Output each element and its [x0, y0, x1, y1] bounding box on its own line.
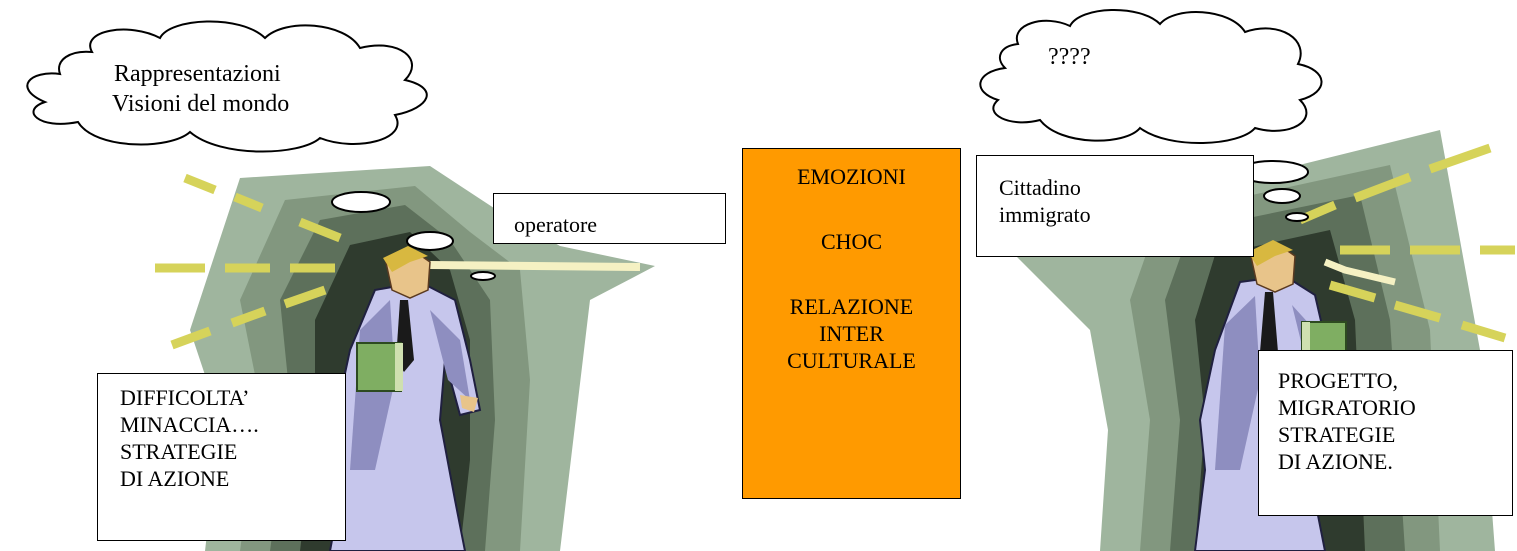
- box-line: DI AZIONE.: [1278, 449, 1393, 474]
- right-cloud: [979, 8, 1323, 144]
- cittadino-label-box: Cittadino immigrato: [976, 155, 1254, 257]
- box-line: immigrato: [999, 202, 1091, 227]
- center-line-emozioni: EMOZIONI: [797, 164, 906, 189]
- right-cloud-text: ????: [1048, 42, 1091, 72]
- operatore-label-box: operatore: [493, 193, 726, 244]
- right-thought-bubbles: [1237, 160, 1309, 222]
- center-line-choc: CHOC: [820, 229, 883, 254]
- progetto-label-box: PROGETTO, MIGRATORIO STRATEGIE DI AZIONE…: [1258, 350, 1513, 516]
- left-rays: [155, 173, 342, 350]
- difficolta-label-box: DIFFICOLTA’ MINACCIA…. STRATEGIE DI AZIO…: [97, 373, 346, 541]
- box-line: DI AZIONE: [120, 466, 230, 491]
- right-light-beam: [1323, 258, 1396, 286]
- spacer: [743, 190, 960, 217]
- center-line-inter: INTER: [819, 321, 884, 346]
- box-line: STRATEGIE: [1278, 422, 1396, 447]
- box-line: PROGETTO,: [1278, 368, 1398, 393]
- box-line: Cittadino: [999, 175, 1081, 200]
- box-line: MIGRATORIO: [1278, 395, 1416, 420]
- cloud-line: Visioni del mondo: [112, 91, 290, 117]
- left-cloud: [26, 20, 428, 153]
- left-thought-bubbles: [331, 191, 496, 281]
- box-line: MINACCIA….: [120, 412, 259, 437]
- cloud-line: Rappresentazioni: [114, 61, 281, 87]
- center-line-relazione: RELAZIONE: [789, 294, 914, 319]
- box-line: operatore: [514, 212, 598, 237]
- left-light-beam: [429, 261, 641, 271]
- box-line: STRATEGIE: [120, 439, 238, 464]
- cloud-line: ????: [1048, 44, 1091, 70]
- center-line-culturale: CULTURALE: [787, 348, 916, 373]
- box-line: DIFFICOLTA’: [120, 385, 250, 410]
- spacer: [743, 255, 960, 282]
- left-cloud-text: Rappresentazioni Visioni del mondo: [112, 59, 289, 119]
- left-man: [328, 246, 482, 551]
- emozioni-center-box: EMOZIONI CHOC RELAZIONE INTER CULTURALE: [742, 148, 961, 499]
